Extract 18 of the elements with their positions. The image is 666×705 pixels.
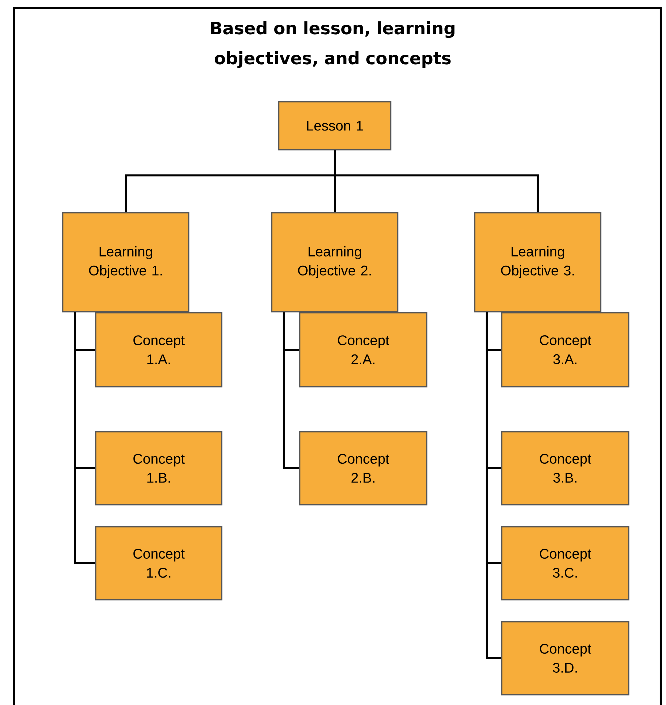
connector-line bbox=[74, 312, 96, 564]
concept-box: Concept 3.C. bbox=[501, 526, 630, 601]
concept-box: Concept 2.A. bbox=[299, 312, 428, 388]
connector-line bbox=[486, 312, 502, 660]
concept-box: Concept 1.B. bbox=[95, 431, 223, 506]
lesson-box: Lesson 1 bbox=[278, 101, 392, 151]
connector-line bbox=[334, 150, 539, 212]
objective-box: Learning Objective 2. bbox=[271, 212, 399, 313]
objective-box: Learning Objective 1. bbox=[62, 212, 190, 313]
concept-box: Concept 1.C. bbox=[95, 526, 223, 601]
concept-box: Concept 3.B. bbox=[501, 431, 630, 506]
concept-box: Concept 3.D. bbox=[501, 621, 630, 696]
concept-box: Concept 1.A. bbox=[95, 312, 223, 388]
connector-line bbox=[283, 312, 300, 470]
objective-box: Learning Objective 3. bbox=[474, 212, 602, 313]
title: Based on lesson, learning objectives, and concepts bbox=[211, 22, 455, 68]
concept-box: Concept 3.A. bbox=[501, 312, 630, 388]
concept-box: Concept 2.B. bbox=[299, 431, 428, 506]
